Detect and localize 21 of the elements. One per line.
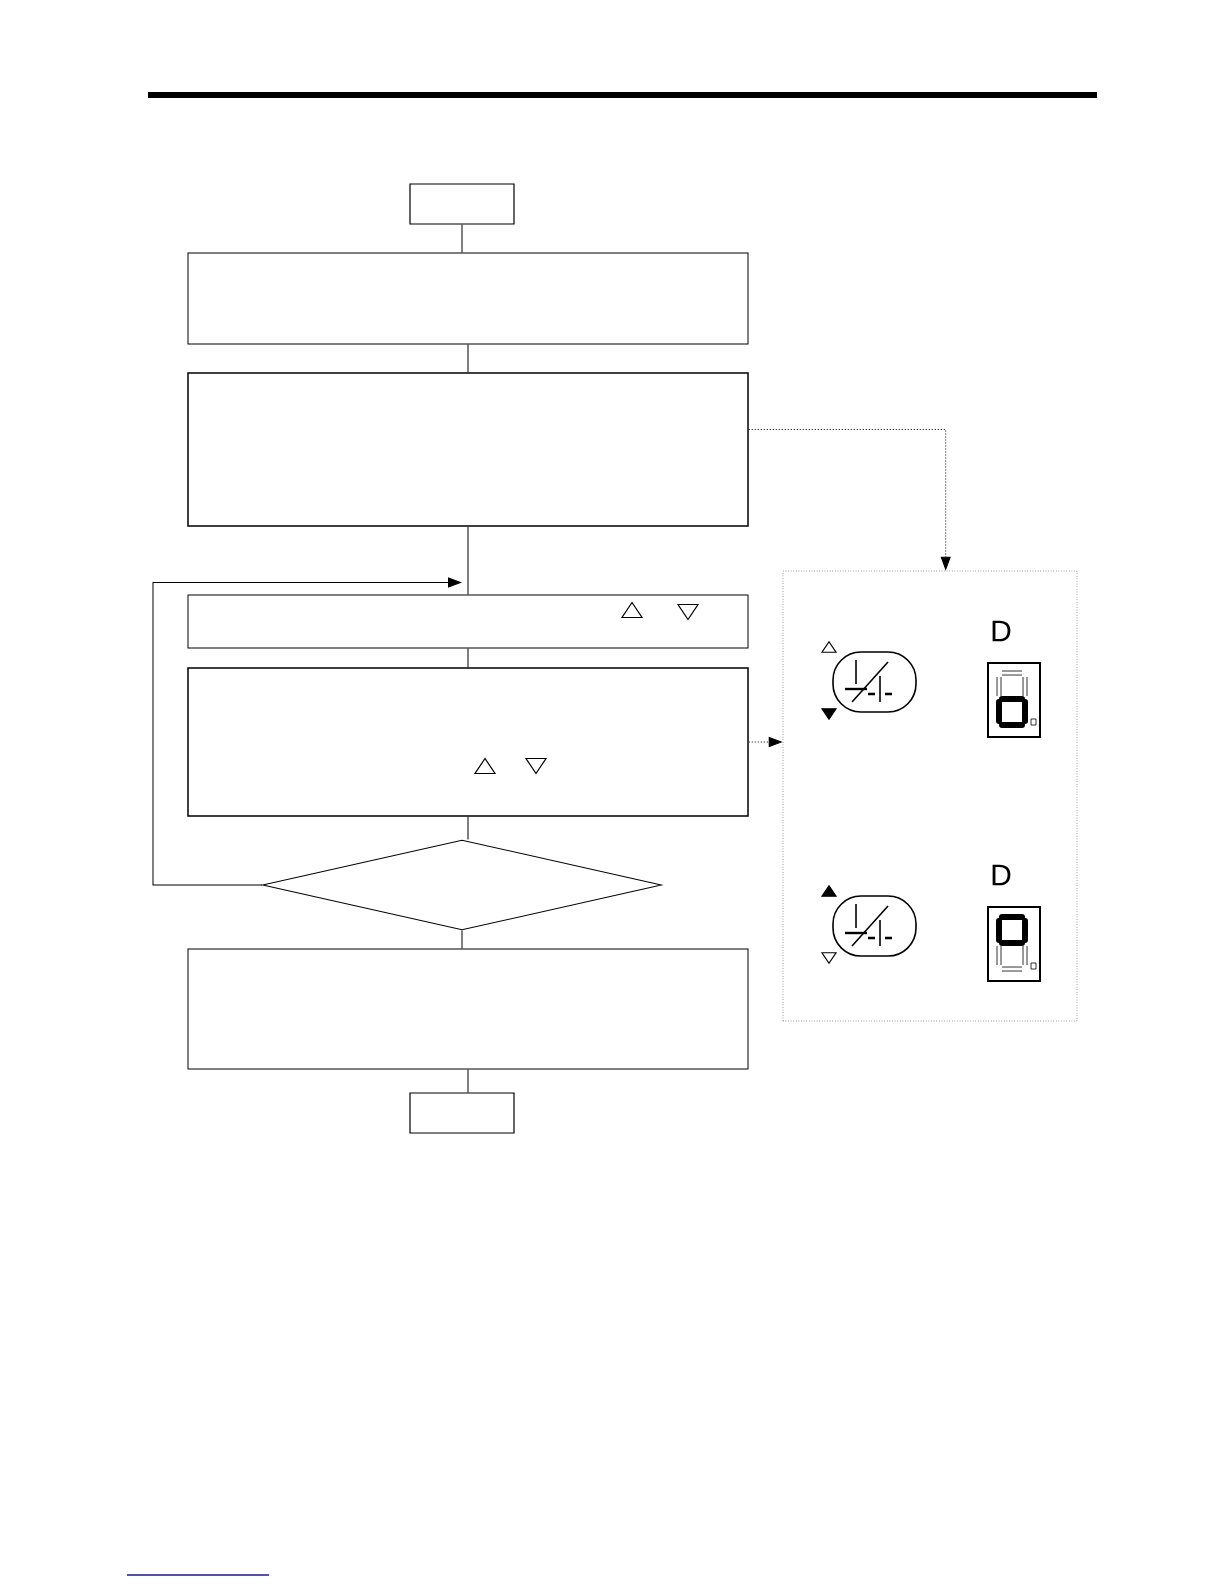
panel-box	[782, 570, 1078, 1022]
connector-line	[467, 344, 469, 373]
connector-line	[467, 816, 469, 840]
terminal-box	[409, 183, 515, 225]
connector-line	[467, 526, 469, 595]
process-box	[187, 372, 749, 527]
display-label: D	[992, 620, 1011, 642]
process-box	[187, 252, 749, 345]
arrow	[748, 737, 782, 747]
process-box	[187, 948, 749, 1070]
connector-line	[461, 930, 463, 949]
connector-line	[467, 648, 469, 668]
arrow	[748, 429, 951, 570]
process-box	[187, 594, 749, 649]
decision-diamond	[262, 839, 662, 931]
loop-arrow	[152, 577, 461, 886]
process-box	[187, 667, 749, 817]
connector-line	[461, 224, 463, 253]
connector-line	[467, 1069, 469, 1093]
terminal-box	[409, 1092, 515, 1134]
display-label: D	[992, 864, 1011, 886]
